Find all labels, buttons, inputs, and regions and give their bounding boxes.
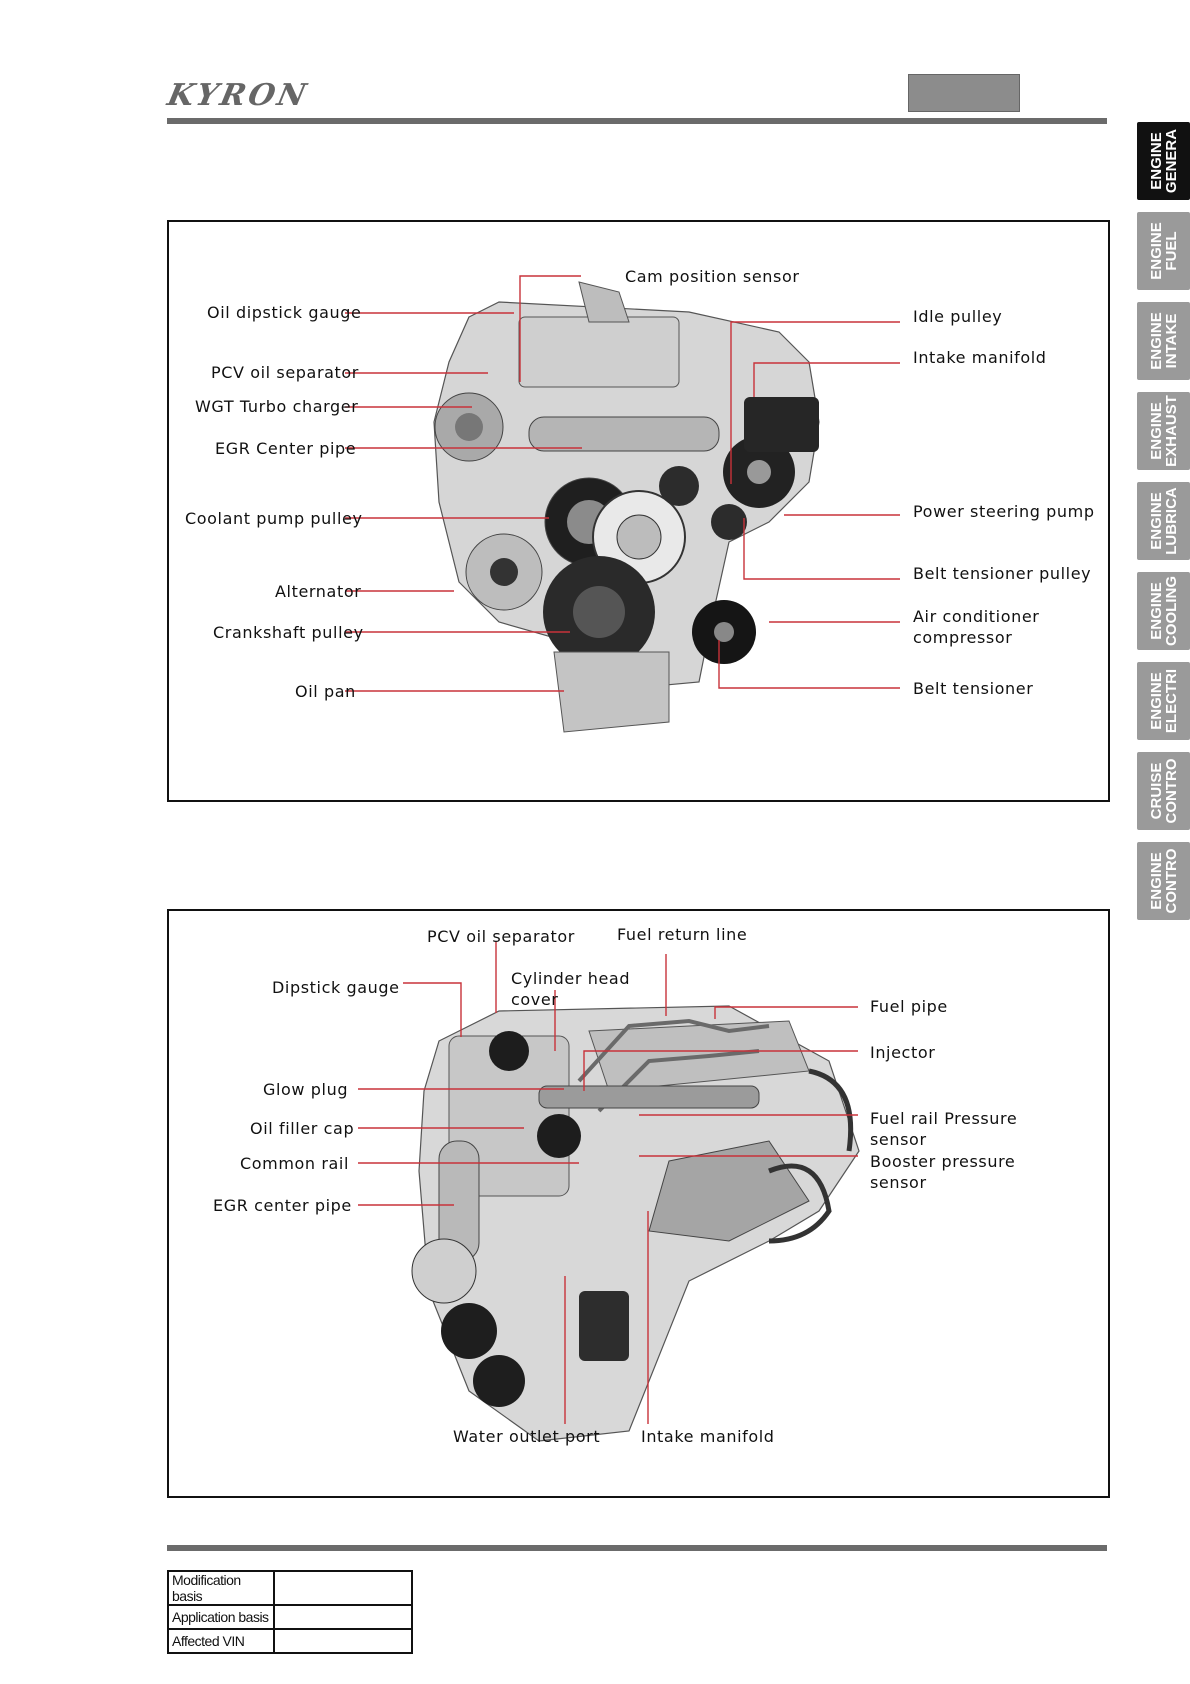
tab-label: ENGINE GENERA [1147,128,1180,194]
tab-label: CRUISE CONTRO [1147,758,1180,824]
label-cam-position-sensor: Cam position sensor [625,267,800,286]
modification-basis-label: Modification basis [167,1570,275,1606]
tab-engine-electrical[interactable]: ENGINE ELECTRI [1137,662,1190,740]
tab-engine-intake[interactable]: ENGINE INTAKE [1137,302,1190,380]
label-fuel-return-line: Fuel return line [617,925,747,944]
label-common-rail: Common rail [240,1154,349,1173]
label-coolant-pump-pulley: Coolant pump pulley [185,509,363,528]
label-fuel-rail-sensor: sensor [870,1130,927,1149]
label-alternator: Alternator [275,582,361,601]
header-divider [167,118,1107,124]
front-labels: Cam position sensor Oil dipstick gauge I… [185,267,1095,701]
label-glow-plug: Glow plug [263,1080,348,1099]
footer-divider [167,1545,1107,1551]
top-leader-lines [358,942,858,1424]
engine-front-illustration [433,281,820,733]
label-idle-pulley: Idle pulley [913,307,1002,326]
tab-label: ENGINE ELECTRI [1147,668,1180,734]
tab-label: ENGINE CONTRO [1147,848,1180,914]
tab-engine-cooling[interactable]: ENGINE COOLING [1137,572,1190,650]
modification-basis-value [273,1570,413,1606]
engine-front-svg: Cam position sensor Oil dipstick gauge I… [185,267,1095,733]
tab-label: ENGINE LUBRICA [1147,487,1180,555]
tab-label: ENGINE FUEL [1147,222,1180,280]
tab-engine-general[interactable]: ENGINE GENERA [1137,122,1190,200]
tab-label: ENGINE COOLING [1147,576,1180,646]
affected-vin-value [273,1628,413,1654]
label-pcv-oil-separator: PCV oil separator [211,363,359,382]
tab-engine-exhaust[interactable]: ENGINE EXHAUST [1137,392,1190,470]
label-egr-center-pipe: EGR center pipe [213,1196,352,1215]
tab-label: ENGINE EXHAUST [1147,395,1180,467]
label-booster-sensor: sensor [870,1173,927,1192]
table-row: Affected VIN [167,1628,413,1654]
label-oil-pan: Oil pan [295,682,356,701]
label-egr-center-pipe: EGR Center pipe [215,439,356,458]
label-dipstick-gauge: Dipstick gauge [272,978,400,997]
modification-info-table: Modification basis Application basis Aff… [167,1570,413,1654]
header-section-box [908,74,1020,112]
engine-top-diagram: PCV oil separator Fuel return line Cylin… [167,909,1110,1498]
engine-front-diagram: Cam position sensor Oil dipstick gauge I… [167,220,1110,802]
table-row: Application basis [167,1604,413,1630]
label-fuel-rail-pressure: Fuel rail Pressure [870,1109,1017,1128]
affected-vin-label: Affected VIN [167,1628,275,1654]
label-crankshaft-pulley: Crankshaft pulley [213,623,364,642]
application-basis-value [273,1604,413,1630]
label-oil-dipstick-gauge: Oil dipstick gauge [207,303,361,322]
table-row: Modification basis [167,1570,413,1606]
top-labels: PCV oil separator Fuel return line Cylin… [213,925,1017,1446]
label-air-conditioner: Air conditioner [913,607,1039,626]
tab-label: ENGINE INTAKE [1147,312,1180,370]
application-basis-label: Application basis [167,1604,275,1630]
label-power-steering-pump: Power steering pump [913,502,1095,521]
label-belt-tensioner-pulley: Belt tensioner pulley [913,564,1091,583]
tab-engine-lubrication[interactable]: ENGINE LUBRICA [1137,482,1190,560]
label-wgt-turbo-charger: WGT Turbo charger [195,397,358,416]
label-intake-manifold: Intake manifold [913,348,1047,367]
label-pcv-oil-separator: PCV oil separator [427,927,575,946]
tab-cruise-control[interactable]: CRUISE CONTRO [1137,752,1190,830]
label-oil-filler-cap: Oil filler cap [250,1119,354,1138]
label-belt-tensioner: Belt tensioner [913,679,1033,698]
front-leader-lines [345,275,900,692]
label-fuel-pipe: Fuel pipe [870,997,948,1016]
label-cylinder-head: Cylinder head [511,969,630,988]
engine-top-svg: PCV oil separator Fuel return line Cylin… [213,925,1017,1446]
label-booster-pressure: Booster pressure [870,1152,1015,1171]
label-compressor: compressor [913,628,1012,647]
tab-engine-control[interactable]: ENGINE CONTRO [1137,842,1190,920]
label-cover: cover [511,990,558,1009]
label-intake-manifold: Intake manifold [641,1427,775,1446]
engine-top-illustration [411,1005,860,1442]
kyron-logo: KYRON [164,78,312,113]
label-injector: Injector [870,1043,935,1062]
tab-engine-fuel[interactable]: ENGINE FUEL [1137,212,1190,290]
label-water-outlet-port: Water outlet port [453,1427,600,1446]
